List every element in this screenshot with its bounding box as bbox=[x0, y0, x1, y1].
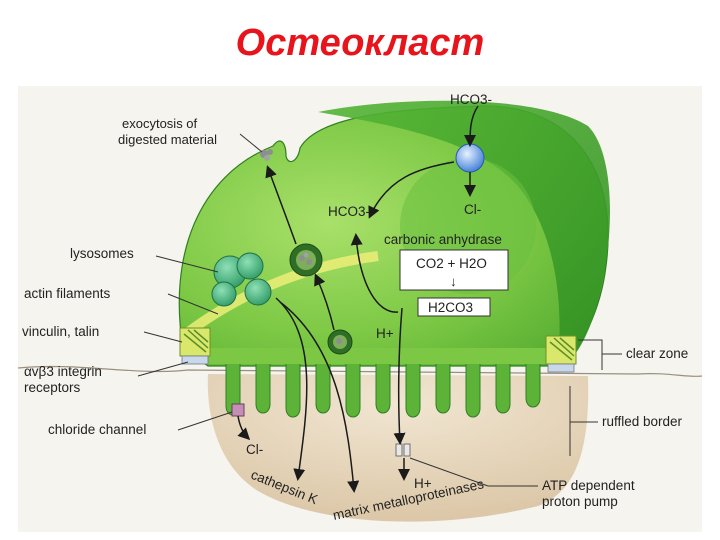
label-hco3-top: HCO3- bbox=[450, 92, 492, 107]
label-cl-inner: Cl- bbox=[464, 202, 481, 217]
ptr-vinculin bbox=[144, 332, 182, 342]
diagram-svg: exocytosis of digested material lysosome… bbox=[18, 86, 702, 532]
label-clear-zone: clear zone bbox=[626, 346, 688, 361]
ptr-integrin bbox=[138, 362, 188, 376]
label-cl-bottom: Cl- bbox=[246, 442, 263, 457]
slide-title: Остеокласт bbox=[0, 22, 720, 65]
ptr-clear-zone-bracket bbox=[578, 340, 602, 370]
osteoclast-diagram: exocytosis of digested material lysosome… bbox=[18, 86, 702, 532]
ptr-exocytosis bbox=[240, 134, 262, 152]
label-h-plus-inner: H+ bbox=[376, 326, 394, 341]
hco3-cl-exchanger bbox=[456, 144, 484, 172]
clear-zone-left bbox=[180, 328, 210, 364]
ruffled-base bbox=[208, 348, 568, 364]
label-integrin-1: αvβ3 integrin bbox=[24, 364, 102, 379]
vesicle-lower bbox=[328, 330, 352, 354]
label-ruffled-border: ruffled border bbox=[602, 414, 683, 429]
label-reaction-bottom: H2CO3 bbox=[428, 300, 473, 315]
label-exocytosis-2: digested material bbox=[118, 132, 217, 147]
label-carbonic-anhydrase: carbonic anhydrase bbox=[384, 232, 502, 247]
label-vinculin: vinculin, talin bbox=[22, 324, 99, 339]
label-hco3-mid: HCO3- bbox=[328, 204, 370, 219]
label-actin: actin filaments bbox=[24, 286, 111, 301]
label-lysosomes: lysosomes bbox=[70, 246, 134, 261]
chloride-channel-protein bbox=[232, 404, 244, 416]
label-chloride-channel: chloride channel bbox=[48, 422, 146, 437]
clear-zone-right bbox=[546, 336, 576, 372]
label-proton-pump-2: proton pump bbox=[542, 494, 618, 509]
vesicle-upper bbox=[290, 244, 322, 276]
label-reaction-arrow: ↓ bbox=[450, 274, 457, 289]
label-reaction-top: CO2 + H2O bbox=[416, 256, 487, 271]
label-integrin-2: receptors bbox=[24, 380, 81, 395]
label-proton-pump-1: ATP dependent bbox=[542, 478, 635, 493]
label-exocytosis-1: exocytosis of bbox=[122, 116, 198, 131]
